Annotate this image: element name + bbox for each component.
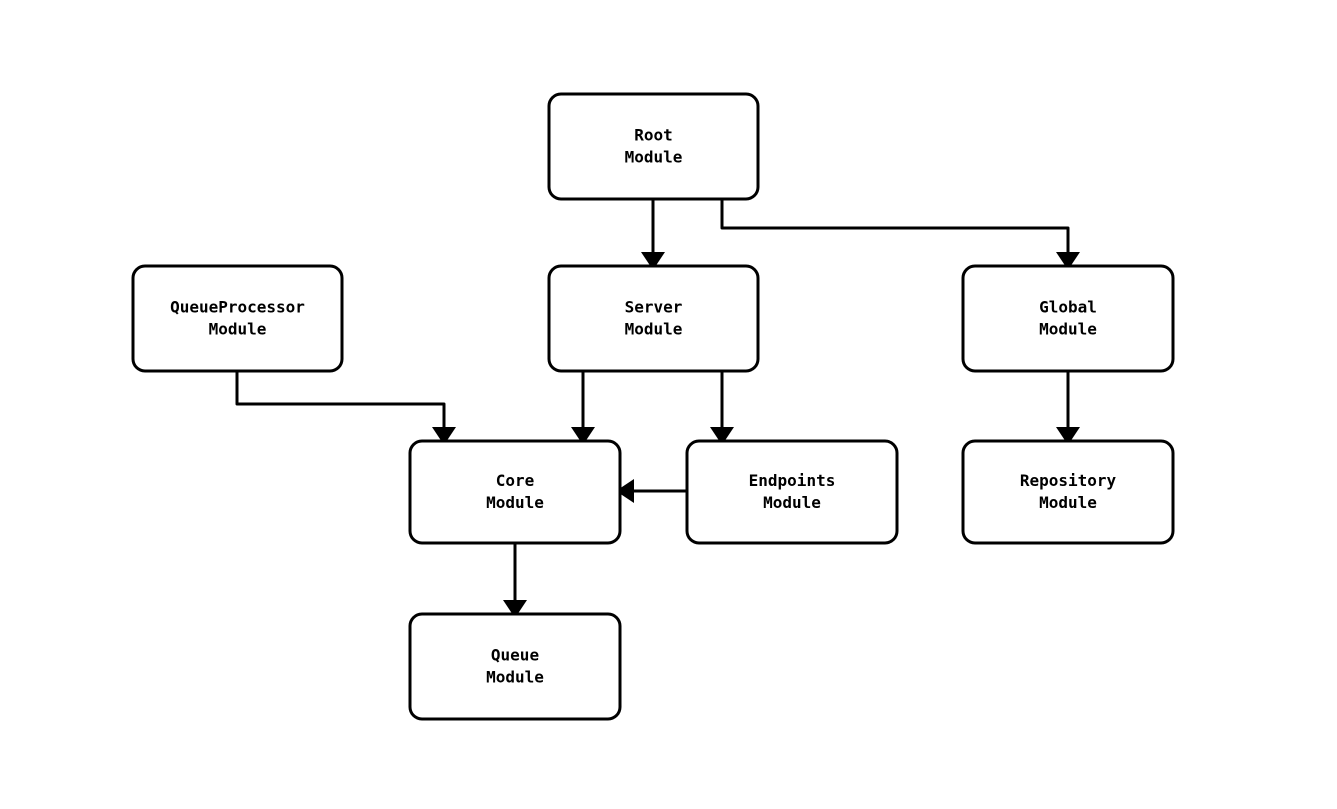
node-box-queueprocessor[interactable] (131, 264, 344, 373)
node-label-line1-global: Global (1039, 297, 1097, 316)
node-label-line1-core: Core (496, 471, 535, 490)
arrowhead-core-queue (503, 600, 527, 618)
edge-root-to-global (720, 199, 1070, 252)
node-box-core[interactable] (408, 439, 622, 545)
node-label-line1-server: Server (625, 297, 683, 316)
node-label-line1-queueprocessor: QueueProcessor (170, 297, 305, 316)
edge-queueprocessor-to-core (235, 371, 446, 427)
arrowhead-root-server (641, 252, 665, 270)
arrowhead-queueprocessor-core (432, 427, 456, 445)
node-label-line2-global: Module (1039, 319, 1097, 338)
node-box-root[interactable] (547, 92, 760, 201)
arrowheads-layer (432, 252, 1080, 618)
arrowhead-global-repository (1056, 427, 1080, 445)
node-label-line2-endpoints: Module (763, 493, 821, 512)
node-box-queue[interactable] (408, 612, 622, 721)
node-box-global[interactable] (961, 264, 1175, 373)
arrowhead-server-endpoints (710, 427, 734, 445)
arrowhead-root-global (1056, 252, 1080, 270)
node-label-line2-server: Module (625, 319, 683, 338)
arrowhead-server-core (571, 427, 595, 445)
node-label-line1-repository: Repository (1020, 471, 1117, 490)
node-label-line2-queueprocessor: Module (209, 319, 267, 338)
node-label-line2-repository: Module (1039, 493, 1097, 512)
node-box-repository[interactable] (961, 439, 1175, 545)
node-label-line2-queue: Module (486, 667, 544, 686)
node-label-line2-root: Module (625, 147, 683, 166)
node-label-line1-root: Root (634, 125, 673, 144)
node-label-line1-endpoints: Endpoints (749, 471, 836, 490)
node-box-endpoints[interactable] (685, 439, 899, 545)
node-label-line1-queue: Queue (491, 645, 539, 664)
arrowhead-endpoints-core (616, 479, 634, 503)
node-box-server[interactable] (547, 264, 760, 373)
node-label-line2-core: Module (486, 493, 544, 512)
edges-layer (235, 199, 1070, 600)
